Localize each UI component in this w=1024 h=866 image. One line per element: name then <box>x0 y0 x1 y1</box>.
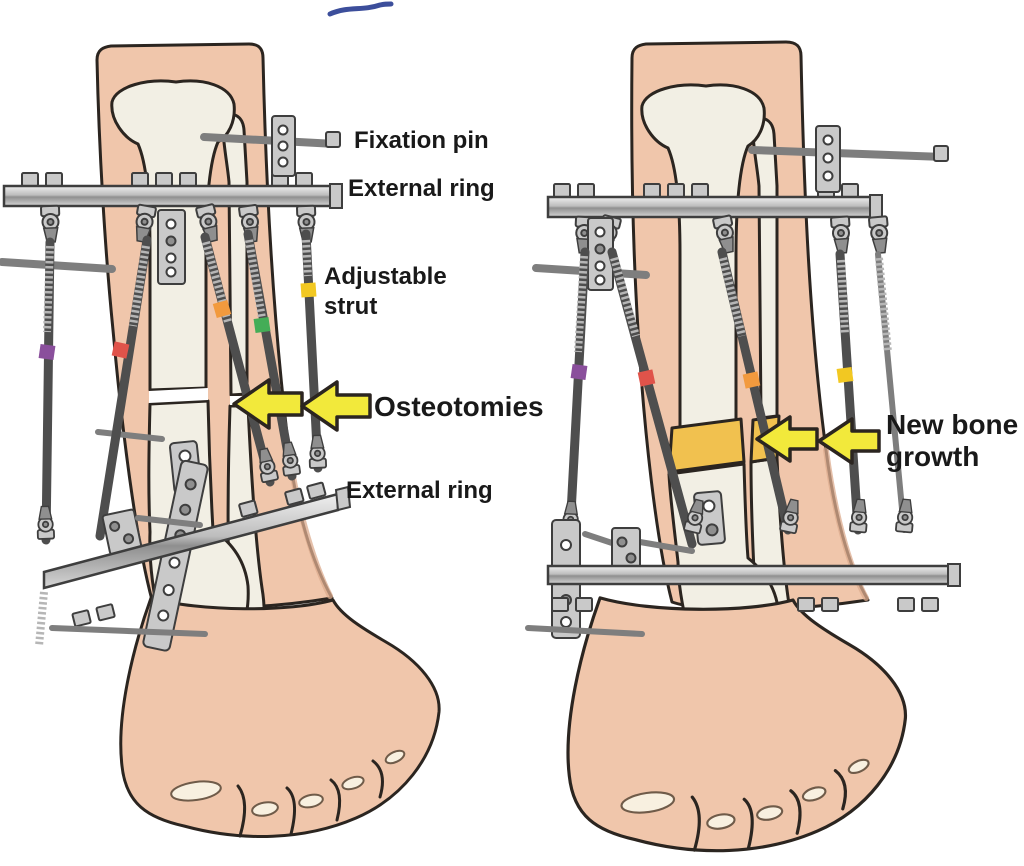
strut-band-yellow <box>300 282 317 298</box>
blue-swoosh <box>327 1 394 17</box>
external-ring-top-label: External ring <box>348 175 495 202</box>
universal-joint <box>35 505 56 540</box>
fixation-pin-label: Fixation pin <box>354 127 489 154</box>
left-lower-pin <box>135 515 203 528</box>
strut-band-purple <box>38 343 56 361</box>
right-leg-panel <box>525 40 961 853</box>
right-tibia-new-bone <box>667 417 746 474</box>
external-ring-bottom-label: External ring <box>346 477 493 504</box>
left-fixation-pin <box>200 115 341 177</box>
left-top-ring-endcap <box>329 183 343 209</box>
left-wire-pin <box>95 429 165 442</box>
left-bottom-ring-endcap <box>334 485 352 512</box>
annotations: Fixation pin External ring Adjustable st… <box>232 127 1018 504</box>
right-frame <box>525 125 961 639</box>
strut-band-green <box>253 316 271 334</box>
right-t-clamp <box>582 527 695 573</box>
universal-joint <box>867 215 891 255</box>
adjustable-strut-label-line1: Adjustable <box>324 263 447 290</box>
strut-band-orange <box>742 371 761 389</box>
strut-rod <box>95 235 152 541</box>
strut-rod <box>301 229 323 473</box>
left-tibia-osteotomy-gap <box>149 388 208 403</box>
strut-rod <box>565 247 590 537</box>
universal-joint <box>307 434 328 469</box>
threaded-tail <box>35 591 48 647</box>
right-external-ring-bottom <box>546 564 952 586</box>
universal-joint <box>39 204 62 244</box>
right-bottom-pin <box>525 625 645 637</box>
new-bone-growth-label-line2: growth <box>886 441 979 472</box>
left-leg-panel <box>0 42 441 838</box>
strut-band-red <box>637 369 656 387</box>
right-mid-pin <box>532 217 650 291</box>
right-struts <box>565 247 907 549</box>
left-t-clamp <box>101 508 143 556</box>
right-fixation-pin <box>748 125 949 193</box>
strut-band-purple <box>570 363 588 381</box>
right-foot <box>566 596 908 853</box>
left-mid-pin <box>0 209 186 285</box>
left-external-ring-top <box>2 184 334 208</box>
right-leg-shading <box>823 447 869 601</box>
adjustable-strut-label-line2: strut <box>324 293 377 320</box>
strut-band-yellow <box>836 366 854 384</box>
strut-band-orange <box>212 299 232 319</box>
strut-band-red <box>111 341 130 359</box>
osteotomies-label: Osteotomies <box>374 391 544 422</box>
right-lower-assembly <box>525 497 961 639</box>
right-tibia-upper <box>640 83 766 432</box>
strut-rod <box>243 229 297 481</box>
strut-rod <box>875 251 907 533</box>
right-external-ring-top <box>546 195 874 219</box>
universal-joint <box>829 215 853 255</box>
left-struts <box>38 229 323 545</box>
left-lower-assembly <box>35 434 352 652</box>
right-top-ring-endcap <box>869 194 883 220</box>
left-frame <box>0 115 352 652</box>
new-bone-growth-label-line1: New bone <box>886 409 1018 440</box>
left-bottom-pin <box>49 625 208 637</box>
right-bottom-ring-endcap <box>947 563 961 587</box>
strut-rod <box>607 247 697 549</box>
